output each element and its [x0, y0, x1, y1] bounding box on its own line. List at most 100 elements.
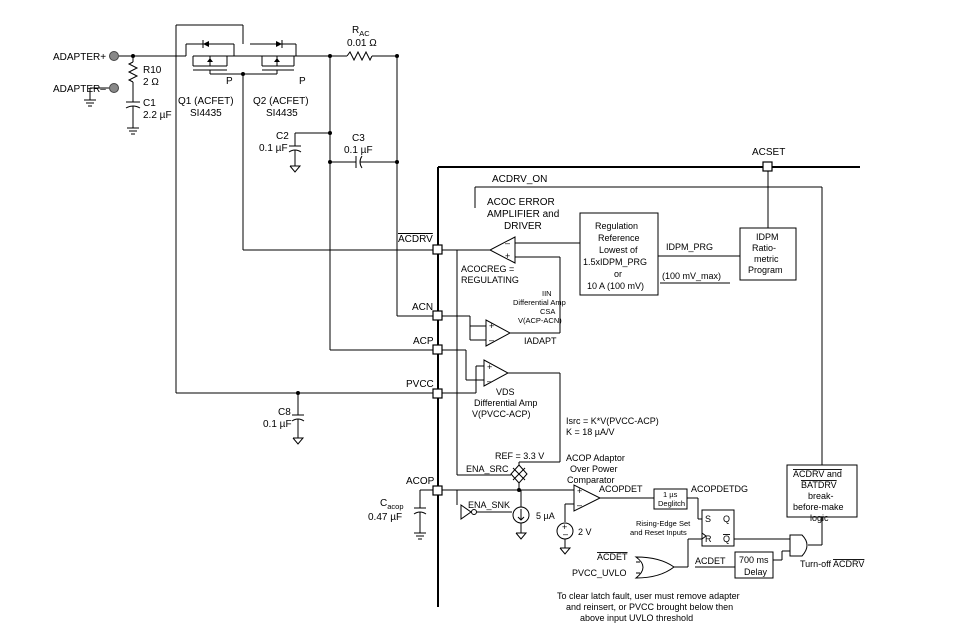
svg-text:+: + — [487, 362, 492, 372]
sink-current-label: 5 µA — [536, 511, 555, 521]
q1-name: Q1 (ACFET) — [178, 96, 234, 107]
ref-label: REF = 3.3 V — [495, 451, 544, 461]
adapter-neg-label: ADAPTER– — [53, 84, 106, 95]
svg-text:+: + — [562, 522, 567, 532]
svg-text:R: R — [705, 534, 712, 544]
adapter-pos-terminal[interactable] — [109, 51, 119, 61]
idpm-program-box — [739, 227, 797, 281]
q2-name: Q2 (ACFET) — [253, 96, 309, 107]
vds-amplifier — [483, 359, 510, 387]
svg-text:1.5xIDPM_PRG: 1.5xIDPM_PRG — [583, 257, 647, 267]
iadapt-label: IADAPT — [524, 336, 557, 346]
c8-value: 0.1 µF — [263, 419, 292, 430]
svg-text:Program: Program — [748, 265, 783, 275]
acop-label: ACOP — [406, 476, 435, 487]
acoc-title-1: ACOC ERROR — [487, 197, 555, 208]
turnoff-label: Turn-off ACDRV — [800, 559, 864, 569]
svg-text:+: + — [489, 321, 494, 331]
svg-text:above input UVLO threshold: above input UVLO threshold — [580, 613, 693, 623]
svg-text:CSA: CSA — [540, 307, 555, 316]
acocreg-label-2: REGULATING — [461, 275, 519, 285]
r10-value: 2 Ω — [143, 77, 159, 88]
pvcc-label: PVCC — [406, 379, 434, 390]
acn-label: ACN — [412, 302, 433, 313]
svg-text:Reference: Reference — [598, 233, 640, 243]
svg-text:–: – — [489, 335, 494, 345]
acdrv-pin[interactable] — [432, 244, 443, 255]
svg-text:+: + — [505, 251, 510, 261]
q1-pin-p: P — [226, 76, 233, 87]
iin-amplifier-section: ACOCREG = REGULATING IIN Differential Am… — [442, 250, 566, 475]
svg-text:and reinsert, or PVCC brought: and reinsert, or PVCC brought below then — [566, 602, 733, 612]
q2-body-diode-icon — [276, 41, 282, 47]
svg-text:10 A (100 mV): 10 A (100 mV) — [587, 281, 644, 291]
svg-text:–: – — [563, 529, 568, 539]
svg-text:V(ACP-ACN): V(ACP-ACN) — [518, 316, 562, 325]
iin-amplifier — [485, 319, 512, 347]
svg-text:Ratio-: Ratio- — [752, 243, 776, 253]
acn-pin[interactable] — [432, 310, 443, 321]
c2-name: C2 — [276, 131, 289, 142]
ena-snk-label: ENA_SNK — [468, 500, 510, 510]
svg-text:Deglitch: Deglitch — [658, 499, 685, 508]
acop-pin[interactable] — [432, 485, 443, 496]
c3-value: 0.1 µF — [344, 145, 373, 156]
svg-text:V(PVCC-ACP): V(PVCC-ACP) — [472, 409, 531, 419]
svg-text:metric: metric — [754, 254, 779, 264]
adapter-pos-label: ADAPTER+ — [53, 52, 106, 63]
acoc-title-2: AMPLIFIER and — [487, 209, 559, 220]
vds-amplifier-section: + – VDS Differential Amp V(PVCC-ACP) Isr… — [442, 349, 659, 462]
svg-text:To clear latch fault, user mus: To clear latch fault, user must remove a… — [557, 591, 740, 601]
regulation-reference-box — [579, 212, 659, 296]
acset-pin[interactable] — [762, 161, 773, 172]
svg-text:break-: break- — [808, 491, 834, 501]
acocreg-label-1: ACOCREG = — [461, 264, 514, 274]
delay-box — [734, 551, 774, 579]
q2-part: SI4435 — [266, 108, 298, 119]
c3-name: C3 — [352, 133, 365, 144]
acopdet-label: ACOPDET — [599, 484, 643, 494]
cacop-section: Cacop 0.47 µF — [368, 489, 433, 540]
svg-text:before-make: before-make — [793, 502, 844, 512]
svg-text:S: S — [705, 514, 711, 524]
adapter-input-section: ADAPTER+ ADAPTER– R10 2 Ω C1 2.2 µF — [53, 51, 176, 135]
acop-comparator — [573, 484, 602, 512]
acp-pin[interactable] — [432, 344, 443, 355]
svg-text:700 ms: 700 ms — [739, 555, 769, 565]
svg-text:–: – — [487, 376, 492, 386]
svg-text:K = 18 µA/V: K = 18 µA/V — [566, 427, 614, 437]
svg-text:Lowest of: Lowest of — [599, 245, 638, 255]
cacop-name: Cacop — [380, 498, 404, 511]
svg-text:ACOP Adaptor: ACOP Adaptor — [566, 453, 625, 463]
svg-text:Differential Amp: Differential Amp — [513, 298, 566, 307]
svg-text:Isrc = K*V(PVCC-ACP): Isrc = K*V(PVCC-ACP) — [566, 416, 659, 426]
acdrv-label: ACDRV — [398, 234, 433, 245]
svg-text:IIN: IIN — [542, 289, 552, 298]
latch-section: Rising-Edge Set and Reset Inputs S Q R Q… — [572, 464, 864, 579]
cacop-value: 0.47 µF — [368, 512, 402, 523]
svg-text:1 µs: 1 µs — [663, 490, 678, 499]
svg-text:IDPM: IDPM — [756, 232, 779, 242]
acset-label: ACSET — [752, 147, 785, 158]
c1-value: 2.2 µF — [143, 110, 172, 121]
or-gate — [634, 556, 675, 579]
acop-comparator-section: REF = 3.3 V ENA_SRC ACOP Adaptor Over Po… — [442, 451, 748, 555]
sense-resistor-section: RAC 0.01 Ω C2 0.1 µF C3 0.1 µF — [176, 25, 433, 445]
svg-text:Comparator: Comparator — [567, 475, 615, 485]
rac-value: 0.01 Ω — [347, 38, 377, 49]
q1-body-diode-icon — [203, 41, 209, 47]
adapter-neg-terminal[interactable] — [109, 83, 119, 93]
pvcc-pin[interactable] — [432, 388, 443, 399]
deglitch-box — [653, 488, 688, 510]
rac-name: RAC — [352, 25, 370, 38]
svg-text:and Reset Inputs: and Reset Inputs — [630, 528, 687, 537]
acoc-amplifier-section: ACDRV_ON ACOC ERROR AMPLIFIER and DRIVER… — [442, 171, 823, 465]
svg-text:BATDRV: BATDRV — [801, 480, 837, 490]
idpm-max-label: (100 mV_max) — [662, 271, 721, 281]
svg-text:Q: Q — [723, 514, 730, 524]
svg-text:Delay: Delay — [744, 567, 768, 577]
c2-value: 0.1 µF — [259, 143, 288, 154]
acdet-bar-label: ACDET — [597, 552, 628, 562]
svg-text:or: or — [614, 269, 622, 279]
acoc-title-3: DRIVER — [504, 221, 542, 232]
